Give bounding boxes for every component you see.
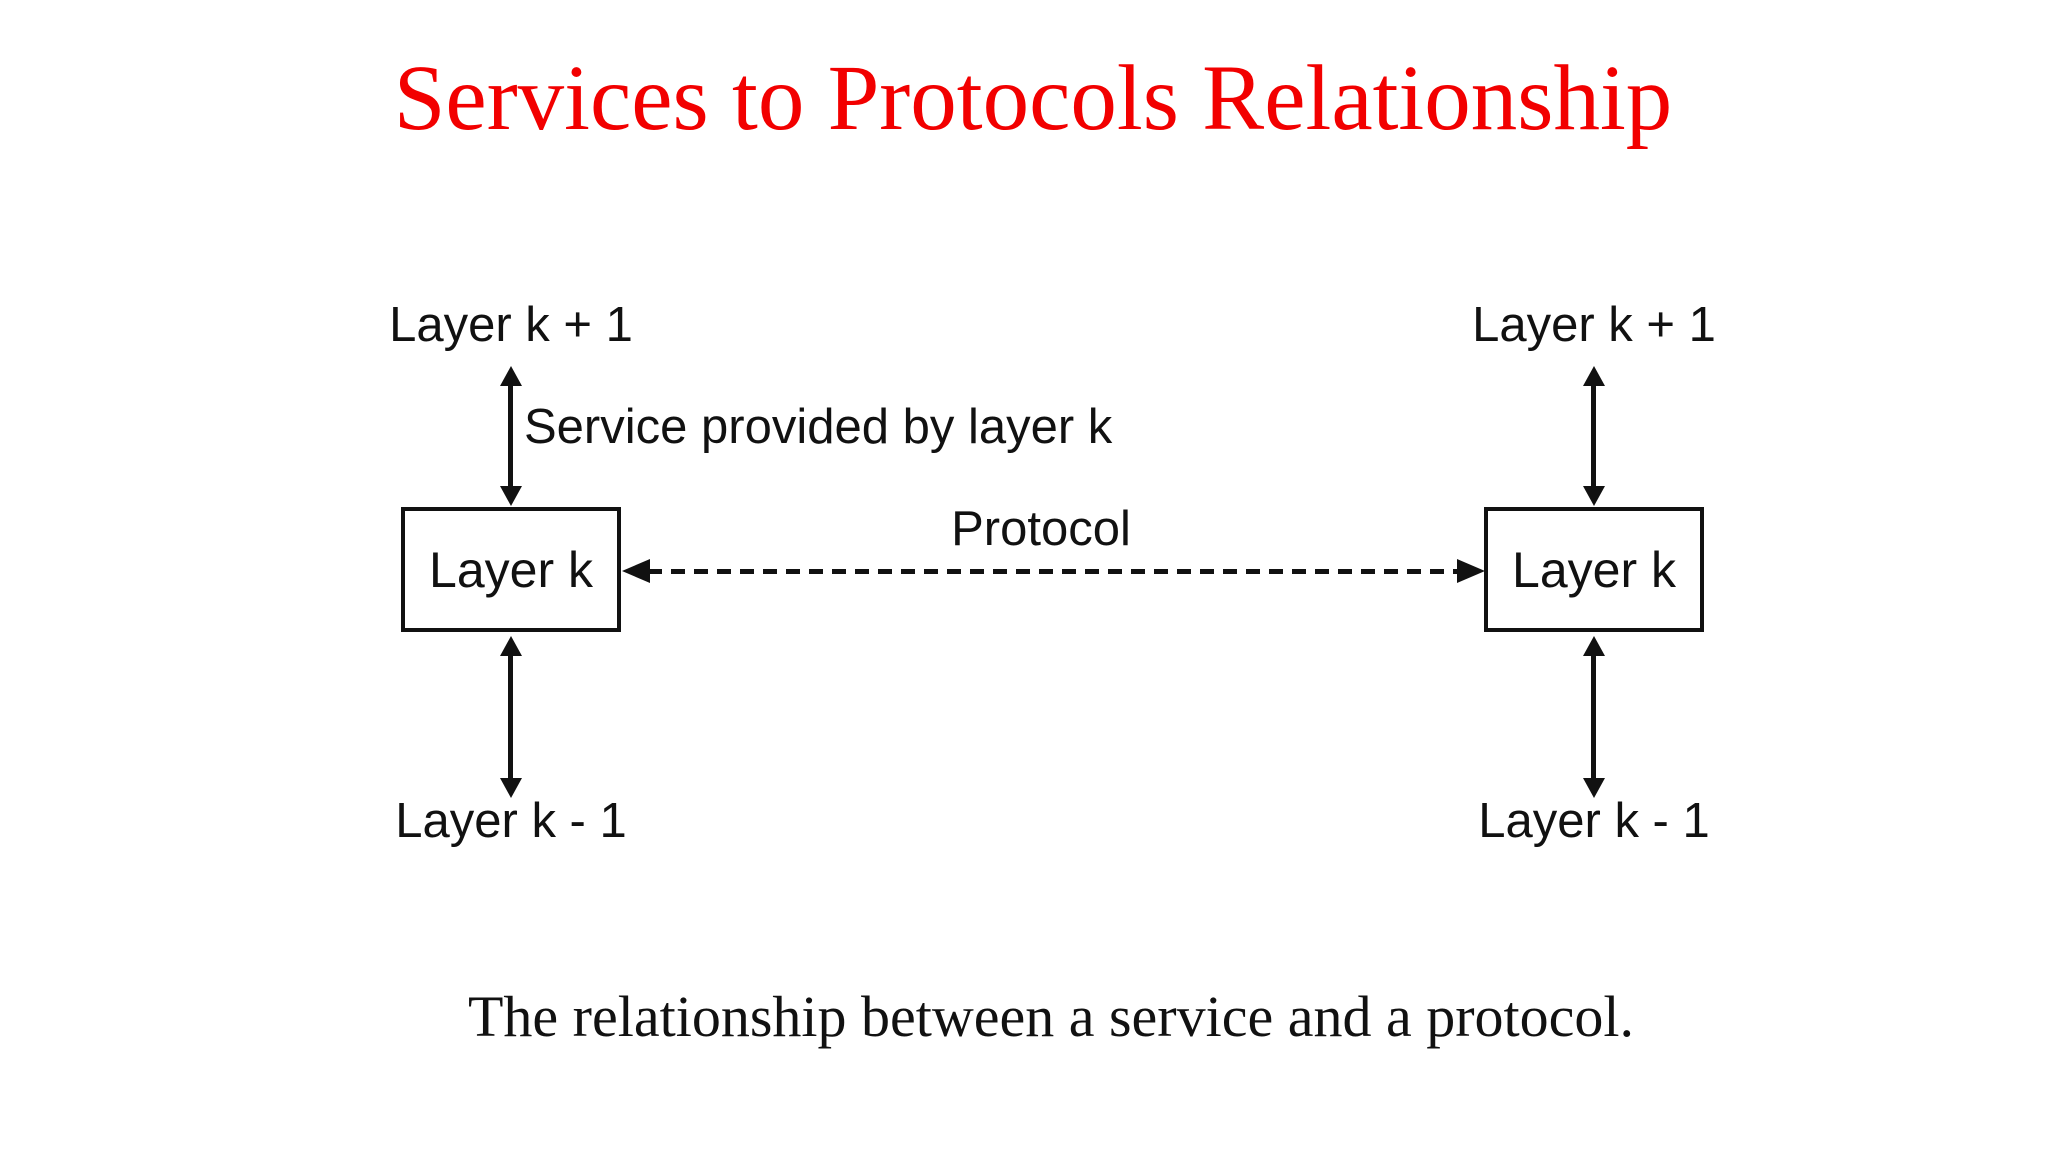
figure-caption: The relationship between a service and a… xyxy=(468,984,1634,1049)
layer-k-box-right: Layer k xyxy=(1484,507,1704,632)
layer-k-plus-1-label-right: Layer k + 1 xyxy=(1472,298,1716,352)
vertical-double-arrow-icon-left-lower xyxy=(499,636,522,798)
layer-k-box-left: Layer k xyxy=(401,507,621,632)
layer-k-minus-1-label-right: Layer k - 1 xyxy=(1478,794,1710,848)
service-provided-label: Service provided by layer k xyxy=(524,400,1113,454)
protocol-dash-line xyxy=(648,569,1459,574)
protocol-dashed-double-arrow-icon xyxy=(622,557,1485,585)
vertical-double-arrow-icon-right-lower xyxy=(1582,636,1605,798)
layer-k-box-left-label: Layer k xyxy=(429,541,593,598)
page-title: Services to Protocols Relationship xyxy=(393,47,1673,150)
layer-k-box-right-label: Layer k xyxy=(1512,541,1676,598)
vertical-double-arrow-icon-left-upper xyxy=(499,366,522,506)
layer-k-plus-1-label-left: Layer k + 1 xyxy=(389,298,633,352)
protocol-label: Protocol xyxy=(951,502,1131,556)
vertical-double-arrow-icon-right-upper xyxy=(1582,366,1605,506)
layer-k-minus-1-label-left: Layer k - 1 xyxy=(395,794,627,848)
